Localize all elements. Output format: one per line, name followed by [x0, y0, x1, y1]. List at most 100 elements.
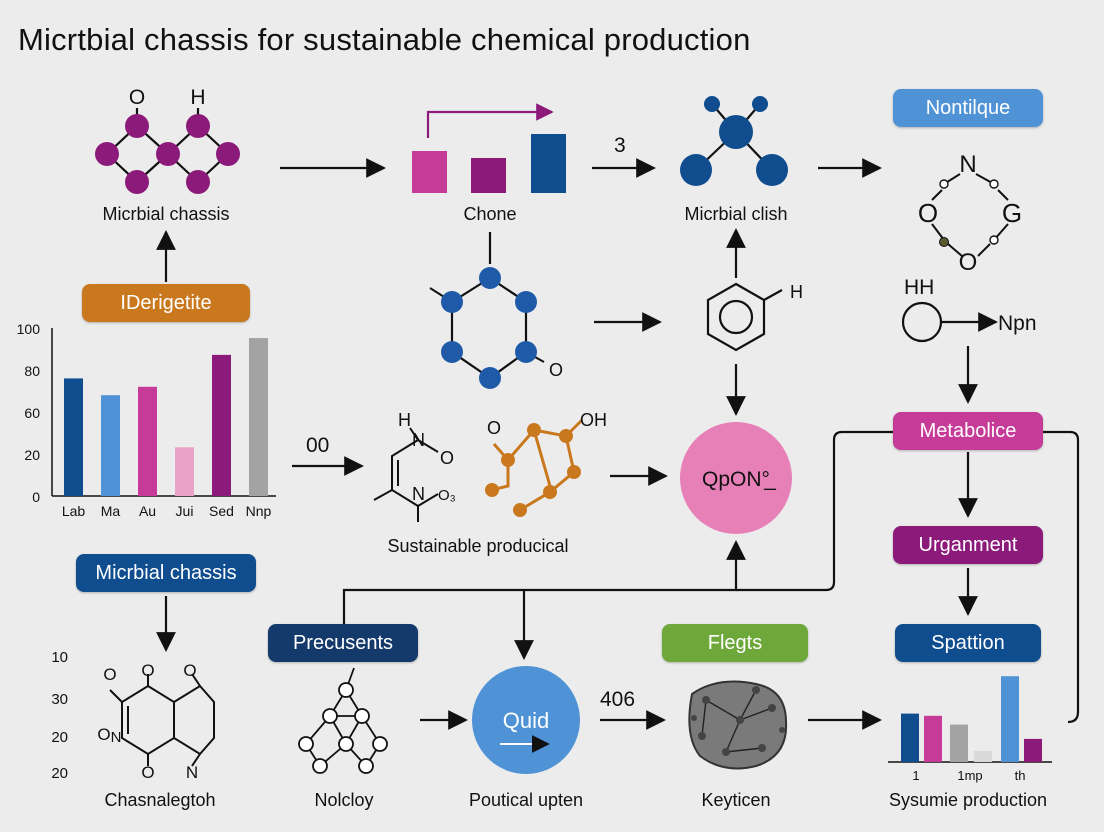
- atom-label: O: [183, 661, 196, 680]
- pill-precusents: Precusents: [268, 624, 418, 662]
- chart2-xtick-label: th: [1015, 768, 1026, 783]
- atom-label: N: [186, 763, 198, 782]
- chart1-ytick-label: 80: [24, 363, 40, 379]
- quid-circle: [472, 666, 580, 774]
- quid-label: Quid: [503, 708, 549, 733]
- chart2-bar: [950, 724, 968, 762]
- hh-npn-group: HH Npn: [901, 276, 1037, 343]
- atom: [95, 142, 119, 166]
- axis3-tick-label: 10: [51, 649, 68, 666]
- pill-spattion: Spattion: [895, 624, 1041, 662]
- atom-label: H: [190, 86, 205, 109]
- atom-label: O: [103, 665, 116, 684]
- molecule-keyticen-blob: [688, 680, 788, 770]
- label-chasnalegtoh: Chasnalegtoh: [104, 790, 216, 810]
- molecule-network-nolcloy: [298, 667, 388, 774]
- molecule-pyrimidine: [373, 427, 439, 522]
- atom-label: N: [959, 151, 976, 178]
- chart2-bar: [924, 715, 942, 762]
- molecule-hexagon-blue: O: [429, 267, 563, 389]
- qpon-circle: [680, 422, 792, 534]
- hh-label: HH: [904, 276, 934, 299]
- label-sustainable-producical: Sustainable producical: [387, 536, 569, 556]
- atom: [186, 170, 210, 194]
- bar-chart-bottom-right: 1 1mp th: [888, 676, 1052, 783]
- bottom-left-axis: 10 30 20 20: [51, 649, 68, 782]
- pill-nontilque: Nontilque: [893, 89, 1043, 127]
- atom-label: N: [111, 729, 122, 746]
- chart1-bar: [175, 447, 194, 496]
- connector-arrows: [156, 158, 1080, 730]
- atom-label: O: [141, 661, 154, 680]
- chart2-bar: [901, 713, 919, 762]
- chart2-xtick-label: 1: [912, 768, 919, 783]
- atom: [125, 114, 149, 138]
- label-micrbial-clish: Micrbial clish: [684, 204, 788, 224]
- atom-label: H: [398, 410, 411, 430]
- chart1-xtick-label: Jui: [176, 503, 194, 519]
- atom-label: O: [549, 360, 563, 380]
- atom: [186, 114, 210, 138]
- atom-label: O: [97, 725, 110, 744]
- number-406: 406: [600, 688, 635, 711]
- axis3-tick-label: 20: [51, 729, 68, 746]
- chart1-xtick-label: Sed: [209, 503, 234, 519]
- label-micrbial-chassis: Micrbial chassis: [102, 204, 230, 224]
- connector-precusents-to-qpon: [342, 540, 746, 624]
- chart2-bar: [1001, 676, 1019, 762]
- atom-label: OH: [580, 410, 607, 430]
- molecule-benzene: [706, 282, 783, 352]
- atom-label: O: [959, 249, 978, 276]
- chart1-ytick-label: 20: [24, 447, 40, 463]
- chart1-bar: [101, 395, 120, 496]
- pill-iderigetite: IDerigetite: [82, 284, 250, 322]
- qpon-label: QpON°̲: [702, 468, 777, 491]
- atom-label: N: [412, 484, 425, 504]
- pill-urganment: Urganment: [893, 526, 1043, 564]
- chart1-xtick-label: Ma: [101, 503, 121, 519]
- connector-right-loop: [1042, 430, 1080, 724]
- chart1-xtick-label: Au: [139, 503, 156, 519]
- molecule-blue-branched: [680, 96, 788, 186]
- axis3-tick-label: 20: [51, 765, 68, 782]
- number-3: 3: [614, 134, 626, 157]
- label-chone: Chone: [463, 204, 517, 224]
- pill-metabolice: Metabоlice: [893, 412, 1043, 450]
- label-nolcloy: Nolcloy: [314, 790, 374, 810]
- atom-label: O₃: [438, 487, 456, 504]
- chart1-bar: [212, 354, 231, 496]
- chart2-bar: [974, 751, 992, 762]
- chart2-xtick-label: 1mp: [957, 768, 982, 783]
- chart1-ytick-label: 0: [32, 489, 40, 505]
- atom-label: G: [1002, 198, 1022, 228]
- label-poutical-upten: Poutical upten: [468, 790, 584, 810]
- chart1-xtick-label: Nnp: [246, 503, 272, 519]
- atom-label: O: [440, 448, 454, 468]
- molecule-naphthalene: [109, 673, 215, 767]
- atom-label: O: [141, 763, 154, 782]
- page-title: Micrtbial chassis for sustainable chemic…: [18, 22, 751, 57]
- axis3-tick-label: 30: [51, 691, 68, 708]
- connector-metabolice-loop: [736, 430, 893, 592]
- hh-circle: [901, 301, 943, 343]
- atom: [156, 142, 180, 166]
- chart1-ytick-label: 100: [17, 321, 41, 337]
- molecule-purple-fused: O H: [95, 86, 240, 194]
- chart1-bar: [249, 338, 268, 496]
- chart1-ytick-label: 60: [24, 405, 40, 421]
- chart1-bar: [138, 386, 157, 496]
- chart1-xtick-label: Lab: [62, 503, 86, 519]
- molecule-ring-nontilque: N O G O: [918, 151, 1022, 276]
- atom: [125, 170, 149, 194]
- label-keyticen: Keyticen: [701, 790, 771, 810]
- chart1-bar: [64, 378, 83, 496]
- atom: [216, 142, 240, 166]
- pill-micrbial-chassis: Micrbial chassis: [76, 554, 256, 592]
- chone-bars-icon: [412, 103, 566, 193]
- label-sysumie-production: Sysumie production: [888, 790, 1048, 810]
- atom-label: H: [790, 282, 803, 302]
- chart2-bar: [1024, 738, 1042, 762]
- npn-label: Npn: [998, 312, 1037, 335]
